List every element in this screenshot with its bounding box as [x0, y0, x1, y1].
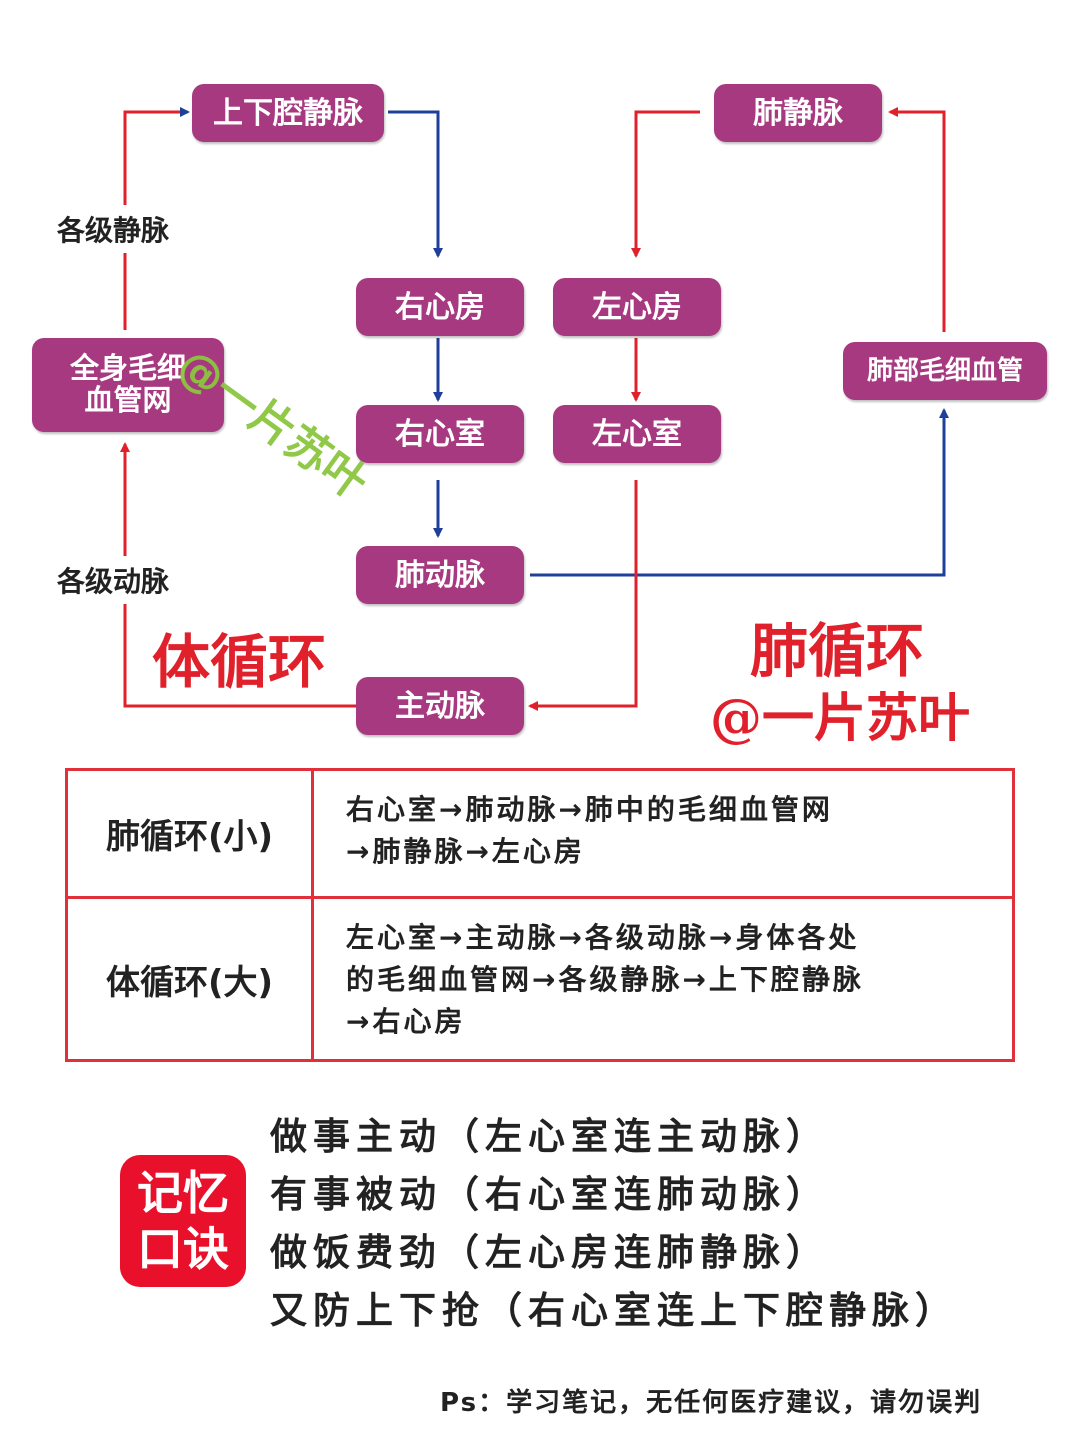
caption-author: @一片苏叶: [710, 688, 971, 749]
table-row-path-line: 的毛细血管网→各级静脉→上下腔静脉: [346, 963, 864, 996]
mnemonic-line: 有事被动（右心室连肺动脉）: [270, 1173, 829, 1216]
mnemonic-line: 做事主动（左心室连主动脉）: [270, 1115, 829, 1158]
mnemonic-badge: 记忆 口诀: [120, 1155, 246, 1287]
circulation-diagram: 上下腔静脉 肺静脉 右心房 左心房 右心室 左心室 全身毛细 血管网 肺部毛细血…: [32, 84, 1047, 749]
node-pulmonary-vein: 肺静脉: [714, 84, 882, 142]
arrow-pulmonary-artery-to-lung-capillaries: [530, 408, 949, 577]
mnemonic-badge-line2: 口诀: [137, 1222, 229, 1276]
table-row-path-line: →肺静脉→左心房: [346, 835, 585, 868]
footnote: Ps：学习笔记，无任何医疗建议，请勿误判: [440, 1388, 983, 1418]
node-right-atrium-label: 右心房: [395, 289, 485, 325]
node-pulmonary-artery-label: 肺动脉: [395, 557, 485, 593]
node-vena-cava: 上下腔静脉: [192, 84, 384, 142]
node-aorta: 主动脉: [356, 677, 524, 735]
mnemonic-line: 做饭费劲（左心房连肺静脉）: [270, 1231, 829, 1274]
table-row: 肺循环(小) 右心室→肺动脉→肺中的毛细血管网 →肺静脉→左心房: [68, 771, 1012, 899]
node-right-atrium: 右心房: [356, 278, 524, 336]
arrow-vena-cava-to-right-atrium: [388, 110, 443, 258]
table-row-name: 肺循环(小): [68, 771, 314, 896]
node-right-ventricle: 右心室: [356, 405, 524, 463]
node-vena-cava-label: 上下腔静脉: [213, 95, 363, 131]
arrow-veins-to-vena-cava: [123, 107, 190, 330]
mnemonic-badge-line1: 记忆: [137, 1166, 229, 1220]
table-row-path: 右心室→肺动脉→肺中的毛细血管网 →肺静脉→左心房: [314, 771, 1012, 896]
table-row-path-line: 左心室→主动脉→各级动脉→身体各处: [346, 921, 860, 954]
mnemonic-line: 又防上下抢（右心室连上下腔静脉）: [270, 1289, 958, 1332]
table-row-path-line: 右心室→肺动脉→肺中的毛细血管网: [346, 793, 833, 826]
node-aorta-label: 主动脉: [395, 688, 485, 724]
arrow-left-ventricle-to-aorta: [528, 480, 638, 711]
node-left-ventricle: 左心室: [553, 405, 721, 463]
node-left-atrium-label: 左心房: [592, 289, 682, 325]
node-lung-capillaries: 肺部毛细血管: [843, 342, 1047, 400]
table-row-name: 体循环(大): [68, 899, 314, 1059]
node-lung-capillaries-label: 肺部毛细血管: [866, 355, 1023, 386]
node-systemic-capillaries-line1: 全身毛细: [69, 351, 186, 386]
node-pulmonary-artery: 肺动脉: [356, 546, 524, 604]
flow-arrows: [120, 107, 949, 711]
node-left-atrium: 左心房: [553, 278, 721, 336]
arrow-pulmonary-vein-to-left-atrium: [631, 110, 700, 258]
circulation-table: 肺循环(小) 右心室→肺动脉→肺中的毛细血管网 →肺静脉→左心房 体循环(大) …: [65, 768, 1015, 1062]
caption-pulmonary: 肺循环: [750, 617, 925, 685]
arrow-aorta-to-systemic-capillaries: [120, 442, 356, 708]
arrow-lung-capillaries-to-pulmonary-vein: [888, 107, 946, 332]
node-systemic-capillaries-line2: 血管网: [84, 383, 172, 417]
node-systemic-capillaries: 全身毛细 血管网: [32, 338, 224, 432]
node-pulmonary-vein-label: 肺静脉: [753, 95, 843, 131]
mnemonic-list: 做事主动（左心室连主动脉） 有事被动（右心室连肺动脉） 做饭费劲（左心房连肺静脉…: [270, 1108, 958, 1340]
node-right-ventricle-label: 右心室: [395, 416, 485, 452]
edge-label-veins: 各级静脉: [55, 205, 172, 253]
table-row: 体循环(大) 左心室→主动脉→各级动脉→身体各处 的毛细血管网→各级静脉→上下腔…: [68, 899, 1012, 1059]
table-row-path-line: →右心房: [346, 1005, 466, 1038]
edge-label-arteries: 各级动脉: [55, 556, 172, 604]
table-row-path: 左心室→主动脉→各级动脉→身体各处 的毛细血管网→各级静脉→上下腔静脉 →右心房: [314, 899, 1012, 1059]
node-left-ventricle-label: 左心室: [592, 416, 682, 452]
caption-systemic: 体循环: [152, 628, 327, 696]
